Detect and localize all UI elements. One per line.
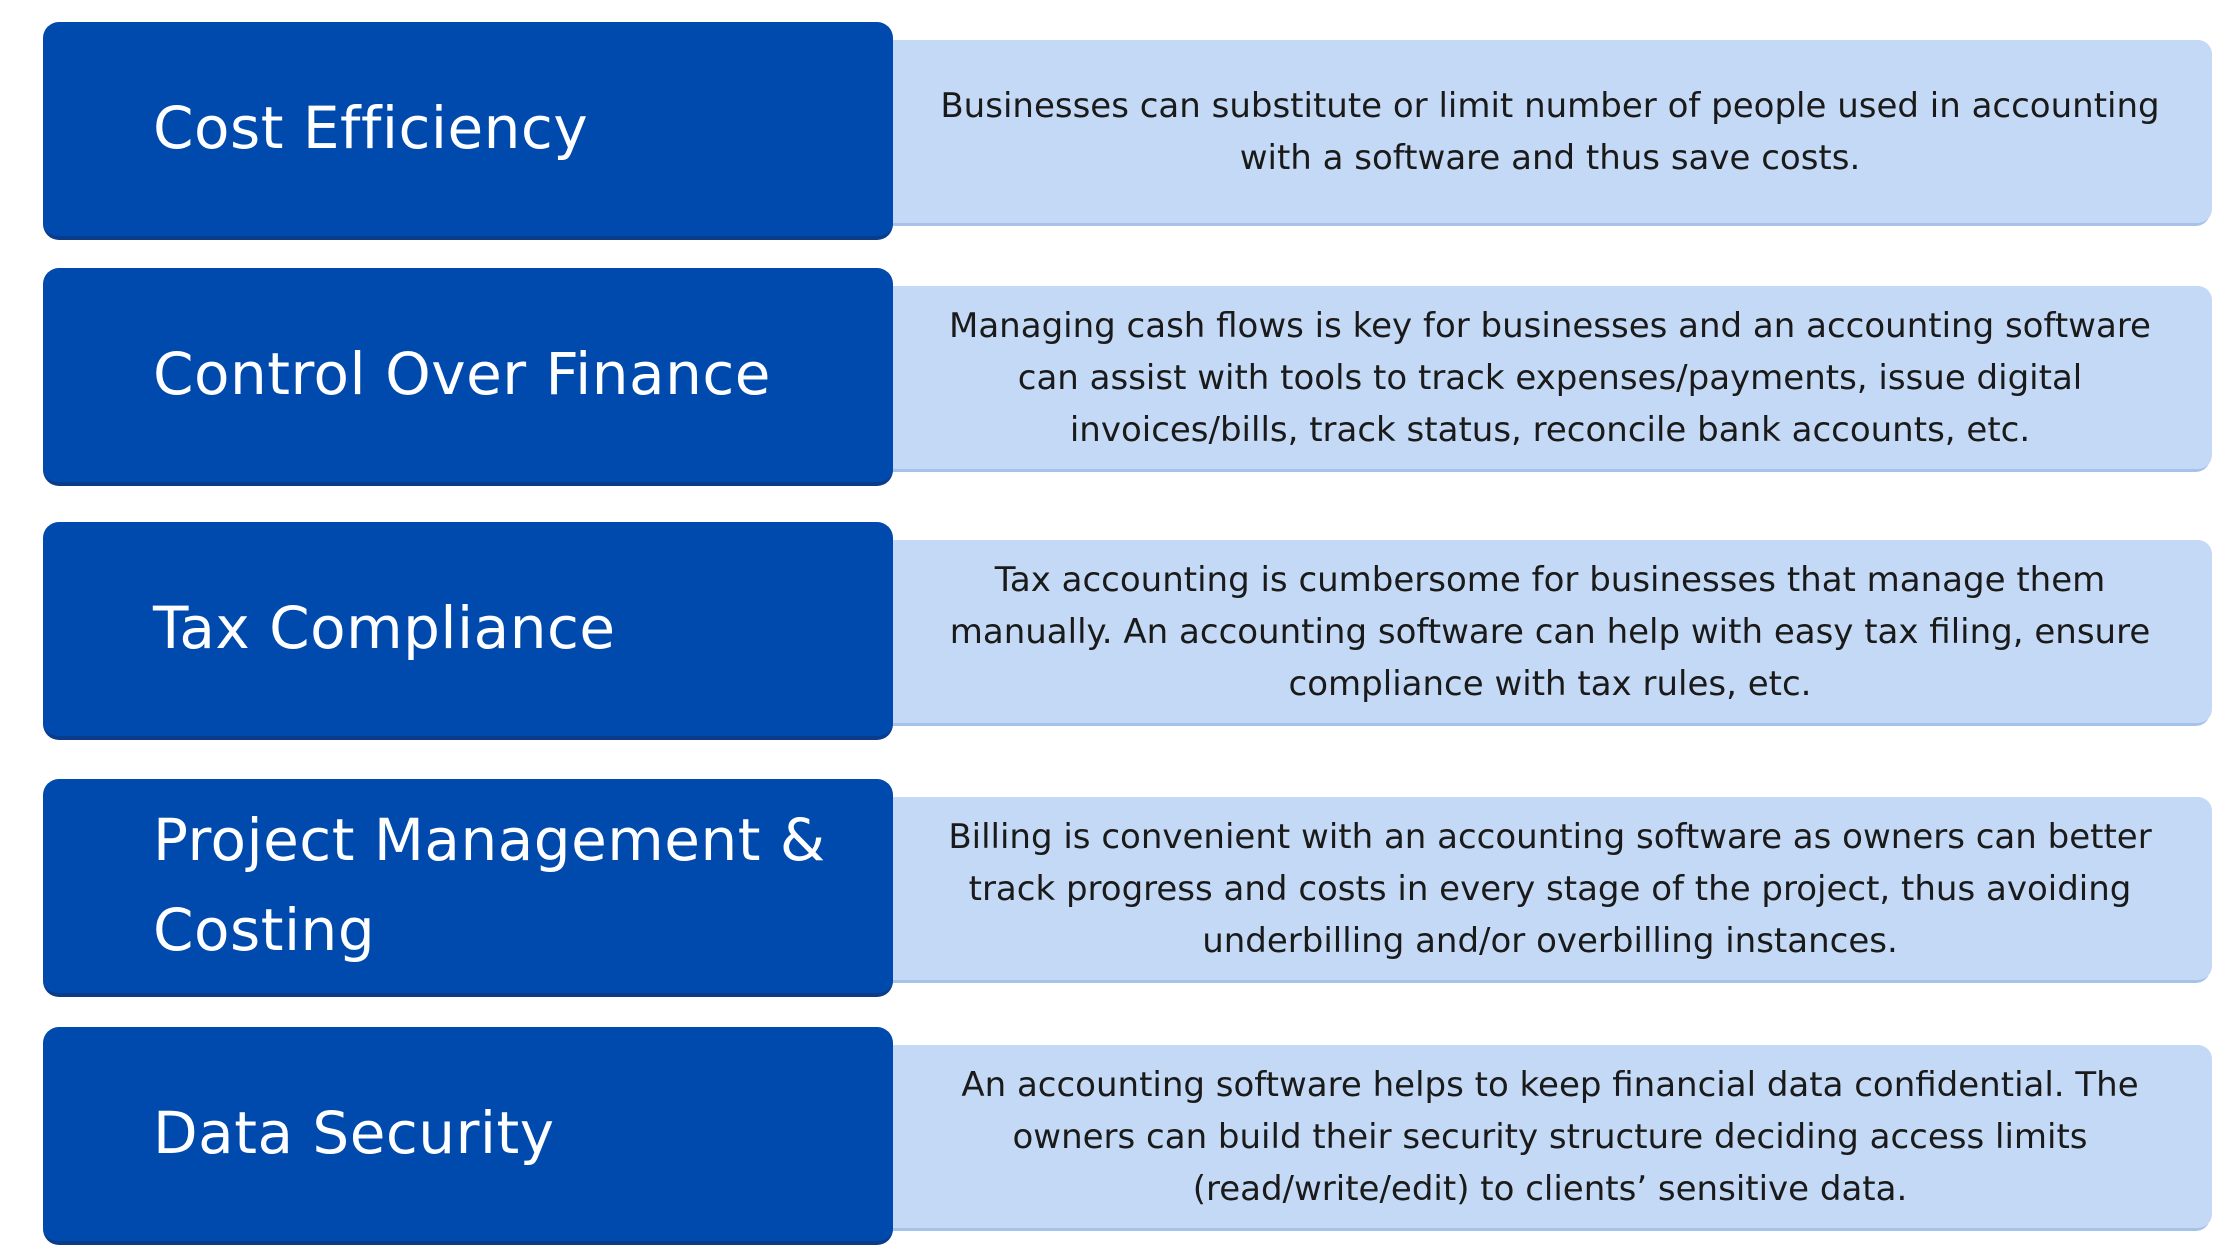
- description-text: Businesses can substitute or limit numbe…: [940, 85, 2160, 178]
- description-box: Businesses can substitute or limit numbe…: [868, 40, 2212, 223]
- description-box: Managing cash flows is key for businesse…: [868, 286, 2212, 469]
- label-text: Tax Compliance: [153, 594, 616, 663]
- label-box: Data Security: [43, 1027, 893, 1245]
- description-text: Billing is convenient with an accounting…: [948, 816, 2152, 961]
- label-text: Control Over Finance: [153, 340, 771, 409]
- description-text: Managing cash flows is key for businesse…: [949, 305, 2151, 450]
- description-text: An accounting software helps to keep fin…: [961, 1064, 2139, 1209]
- label-text: Cost Efficiency: [153, 94, 589, 163]
- description-box: Billing is convenient with an accounting…: [868, 797, 2212, 980]
- description-box: An accounting software helps to keep fin…: [868, 1045, 2212, 1228]
- description-box: Tax accounting is cumbersome for busines…: [868, 540, 2212, 723]
- label-text: Project Management & Costing: [153, 806, 826, 964]
- label-box: Tax Compliance: [43, 522, 893, 740]
- description-text: Tax accounting is cumbersome for busines…: [949, 559, 2151, 704]
- label-box: Control Over Finance: [43, 268, 893, 486]
- label-box: Cost Efficiency: [43, 22, 893, 240]
- label-box: Project Management & Costing: [43, 779, 893, 997]
- label-text: Data Security: [153, 1099, 555, 1168]
